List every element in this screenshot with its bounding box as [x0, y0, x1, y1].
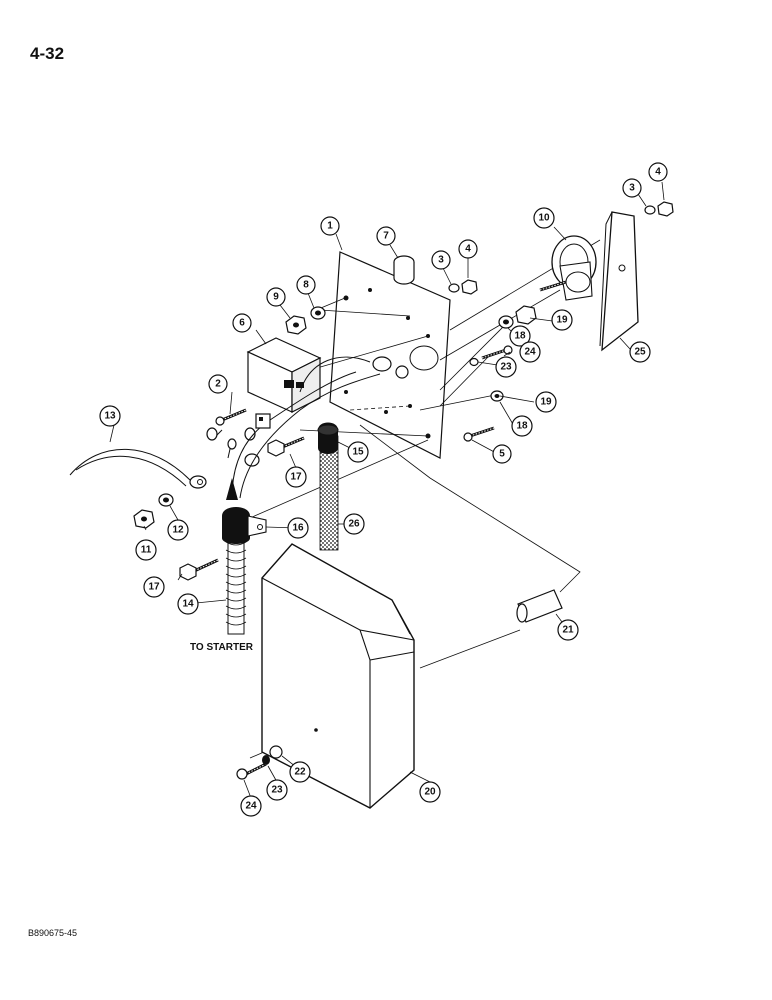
svg-text:24: 24 [245, 801, 257, 812]
svg-text:3: 3 [438, 255, 444, 266]
callout-13: 13 [99, 405, 121, 427]
page-number: 4-32 [30, 44, 65, 63]
svg-text:21: 21 [562, 625, 574, 636]
callout-20: 20 [419, 781, 441, 803]
svg-text:15: 15 [352, 447, 364, 458]
svg-text:4: 4 [655, 167, 661, 178]
svg-text:6: 6 [239, 318, 245, 329]
svg-text:14: 14 [182, 599, 194, 610]
callout-2: 2 [208, 374, 228, 394]
svg-text:10: 10 [538, 213, 550, 224]
relay-flasher [246, 337, 322, 413]
nut-washer-upper [285, 306, 326, 335]
callout-18-lower: 18 [511, 415, 533, 437]
callout-23-middle: 23 [495, 356, 517, 378]
battery-cable [222, 478, 267, 635]
svg-text:5: 5 [499, 449, 505, 460]
svg-text:12: 12 [172, 525, 184, 536]
svg-text:19: 19 [540, 397, 552, 408]
callout-4-middle: 4 [458, 239, 478, 259]
callout-6: 6 [232, 313, 252, 333]
callout-16: 16 [287, 517, 309, 539]
callout-10: 10 [533, 207, 555, 229]
nut-washer-lamp [644, 201, 674, 217]
nut-washer-middle [448, 279, 478, 295]
callout-9: 9 [266, 287, 286, 307]
callout-3-top: 3 [622, 178, 642, 198]
nut-washer-lower-left [133, 493, 174, 529]
lamp-assembly [539, 235, 597, 301]
reflector-bracket [599, 211, 639, 352]
svg-text:26: 26 [348, 519, 360, 530]
document-code: B890675-45 [28, 928, 78, 938]
callout-12: 12 [167, 519, 189, 541]
svg-text:24: 24 [524, 347, 536, 358]
callout-23-bottom: 23 [266, 779, 288, 801]
svg-text:8: 8 [303, 280, 309, 291]
svg-text:11: 11 [141, 545, 152, 556]
callout-18-upper: 18 [509, 325, 531, 347]
callout-17-lower: 17 [143, 576, 165, 598]
callout-8: 8 [296, 275, 316, 295]
svg-text:18: 18 [516, 421, 528, 432]
callout-labels: 1 2 3 3 4 4 5 6 7 8 9 10 11 12 13 14 15 … [99, 162, 668, 817]
svg-text:2: 2 [215, 379, 221, 390]
spacer [393, 255, 415, 285]
callout-14: 14 [177, 593, 199, 615]
callout-7: 7 [376, 226, 396, 246]
callout-24-middle: 24 [519, 341, 541, 363]
callout-3-middle: 3 [431, 250, 451, 270]
callout-19-upper: 19 [551, 309, 573, 331]
grommet-clamp-15 [317, 422, 339, 454]
svg-text:18: 18 [514, 331, 526, 342]
svg-text:25: 25 [634, 347, 646, 358]
bolt-17-lower [179, 558, 219, 581]
svg-text:17: 17 [290, 472, 302, 483]
bolt-washers-bottom [236, 745, 283, 780]
bolt-upper-left [215, 408, 247, 426]
mounting-plate [329, 251, 451, 459]
to-starter-label: TO STARTER [190, 642, 254, 653]
svg-text:22: 22 [294, 767, 306, 778]
cover [261, 543, 415, 809]
callout-5: 5 [492, 444, 512, 464]
svg-text:4: 4 [465, 244, 471, 255]
callout-4-top: 4 [648, 162, 668, 182]
callout-25: 25 [629, 341, 651, 363]
svg-text:7: 7 [383, 231, 389, 242]
wiring-harness [69, 356, 409, 499]
callout-21: 21 [557, 619, 579, 641]
spacer-tube [516, 589, 563, 623]
svg-text:3: 3 [629, 183, 635, 194]
callout-17-upper: 17 [285, 466, 307, 488]
svg-text:17: 17 [148, 582, 160, 593]
svg-text:20: 20 [424, 787, 436, 798]
callout-22: 22 [289, 761, 311, 783]
svg-text:23: 23 [500, 362, 512, 373]
svg-text:23: 23 [271, 785, 283, 796]
callout-15: 15 [347, 441, 369, 463]
nut-washer-right [490, 305, 537, 402]
svg-text:16: 16 [292, 523, 304, 534]
svg-text:1: 1 [327, 221, 333, 232]
callout-19-lower: 19 [535, 391, 557, 413]
svg-text:13: 13 [104, 411, 116, 422]
svg-text:9: 9 [273, 292, 279, 303]
callout-11: 11 [135, 539, 157, 561]
bolt-17-upper [267, 436, 305, 457]
callout-24-bottom: 24 [240, 795, 262, 817]
bolt-lower-right [463, 426, 495, 442]
svg-text:19: 19 [556, 315, 568, 326]
callout-26: 26 [343, 513, 365, 535]
callout-1: 1 [320, 216, 340, 236]
